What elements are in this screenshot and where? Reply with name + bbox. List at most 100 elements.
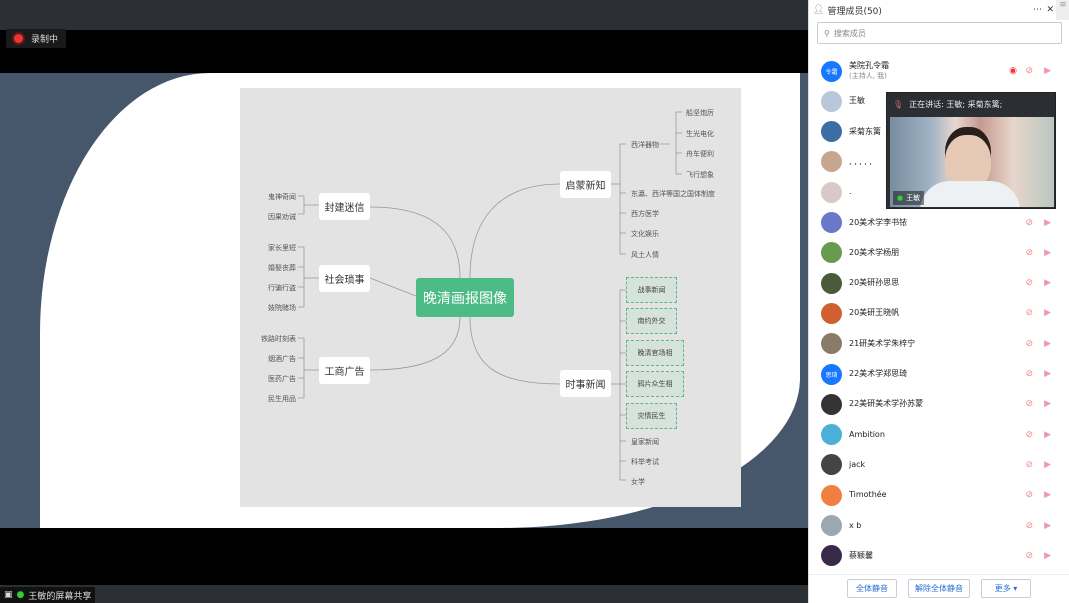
speaking-label: 正在讲话: 王敏; 采菊东篱; xyxy=(909,99,1003,109)
mic-muted-icon[interactable]: ⊘ xyxy=(1025,308,1033,319)
unmute-all-button[interactable]: 解除全体静音 xyxy=(908,579,970,598)
record-icon xyxy=(14,34,23,43)
camera-off-icon[interactable]: ▶︎ xyxy=(1044,429,1051,440)
mic-muted-icon[interactable]: ⊘ xyxy=(1025,338,1033,349)
mic-muted-icon[interactable]: ⊘ xyxy=(1025,399,1033,410)
node-feudal-superstition[interactable]: 封建迷信 xyxy=(319,193,370,220)
highlight-leaf[interactable]: 鸦片众生相 xyxy=(626,371,684,397)
leaf[interactable]: 飞行想象 xyxy=(686,171,714,179)
member-row[interactable]: 20美研孙思思⊘▶︎ xyxy=(809,268,1061,298)
member-row[interactable]: 采菊东篱 xyxy=(809,117,1061,147)
mic-muted-icon[interactable]: ⊘ xyxy=(1025,550,1033,561)
camera-off-icon[interactable]: ▶︎ xyxy=(1044,308,1051,319)
leaf[interactable]: 烟酒广告 xyxy=(268,355,296,363)
member-name-block: 20美术学杨朋 xyxy=(849,248,899,258)
camera-off-icon[interactable]: ▶︎ xyxy=(1044,338,1051,349)
member-row[interactable]: , , , , , xyxy=(809,147,1061,177)
mic-muted-icon[interactable]: ⊘ xyxy=(1025,247,1033,258)
node-current-news[interactable]: 时事新闻 xyxy=(560,370,611,397)
leaf[interactable]: 女学 xyxy=(631,478,645,486)
member-row[interactable]: 20美术学李书铱⊘▶︎ xyxy=(809,208,1061,238)
leaf[interactable]: 因果劝诫 xyxy=(268,213,296,221)
member-row[interactable]: . xyxy=(809,177,1061,207)
member-row[interactable]: 20美术学杨朋 ⊘ ▶︎ xyxy=(809,238,1061,268)
leaf[interactable]: 风土人情 xyxy=(631,251,659,259)
member-row[interactable]: 20美研王晓帆 ⊘ ▶︎ xyxy=(809,298,1061,328)
leaf[interactable]: 行骗行盗 xyxy=(268,284,296,292)
member-row[interactable]: 思琦 22美术学郑思琦⊘▶︎ xyxy=(809,359,1061,389)
member-row[interactable]: Ambition⊘▶︎ xyxy=(809,420,1061,450)
mic-muted-icon[interactable]: ⊘ xyxy=(1025,369,1033,379)
member-row[interactable]: 22美研美术学孙苏蒙⊘▶︎ xyxy=(809,389,1061,419)
mic-icon: ● xyxy=(16,590,25,600)
mic-muted-icon[interactable]: ⊘ xyxy=(1025,520,1033,531)
menu-icon[interactable]: ≡ xyxy=(1056,0,1069,20)
leaf[interactable]: 妓院赌场 xyxy=(268,304,296,312)
leaf[interactable]: 舟车便利 xyxy=(686,150,714,158)
screen-share-label[interactable]: ▣●王敏的屏幕共享 xyxy=(0,587,96,603)
camera-off-icon[interactable]: ▶︎ xyxy=(1044,459,1051,470)
highlight-leaf[interactable]: 南约外交 xyxy=(626,308,677,334)
panel-title: 管理成员(50) xyxy=(827,6,882,17)
highlight-leaf[interactable]: 晚清官场相 xyxy=(626,340,684,366)
leaf[interactable]: 家长里短 xyxy=(268,244,296,252)
mic-muted-icon[interactable]: ⊘ xyxy=(1025,490,1033,501)
leaf[interactable]: 船坚炮厉 xyxy=(686,109,714,117)
camera-off-icon[interactable]: ▶︎ xyxy=(1044,278,1051,289)
leaf[interactable]: 东瀛、西洋等国之国体制度 xyxy=(631,190,715,198)
recording-indicator[interactable]: 录制中 xyxy=(6,29,67,48)
camera-off-icon[interactable]: ▶︎ xyxy=(1044,520,1051,531)
leaf[interactable]: 民生用品 xyxy=(268,395,296,403)
search-input[interactable]: ⚲搜索成员 xyxy=(817,22,1062,44)
camera-off-icon[interactable]: ▶︎ xyxy=(1044,369,1051,379)
mindmap: 封建迷信 社会琐事 工商广告 鬼神奇闻 因果劝诫 家长里短 婚娶丧葬 行骗行盗 … xyxy=(240,88,741,507)
member-name-block: 王敏 xyxy=(849,96,865,106)
mute-all-button[interactable]: 全体静音 xyxy=(847,579,897,598)
leaf[interactable]: 鬼神奇闻 xyxy=(268,193,296,201)
node-commerce-ads[interactable]: 工商广告 xyxy=(319,357,370,384)
member-row[interactable]: 王敏 xyxy=(809,86,1061,116)
speaker-video[interactable]: 🎙︎正在讲话: 王敏; 采菊东篱; ●王敏 xyxy=(886,92,1056,209)
camera-off-icon[interactable]: ▶︎ xyxy=(1044,490,1051,501)
mic-muted-icon[interactable]: ⊘ xyxy=(1025,217,1033,228)
member-name-block: jack xyxy=(849,460,865,470)
avatar: 令霜 xyxy=(821,60,842,82)
member-row[interactable]: x b ⊘ ▶︎ xyxy=(809,511,1061,541)
member-row[interactable]: 蔡颖馨 ⊘ ▶︎ xyxy=(809,541,1061,571)
camera-off-icon[interactable]: ▶︎ xyxy=(1044,217,1051,228)
member-name: 20美研王晓帆 xyxy=(849,308,900,318)
member-row[interactable]: jack ⊘ ▶︎ xyxy=(809,450,1061,480)
leaf[interactable]: 铁路时刻表 xyxy=(261,335,296,343)
camera-off-icon[interactable]: ▶︎ xyxy=(1044,399,1051,410)
leaf[interactable]: 皇家新闻 xyxy=(631,438,659,446)
mic-muted-icon[interactable]: ⊘ xyxy=(1025,278,1033,289)
camera-off-icon[interactable]: ▶︎ xyxy=(1044,247,1051,258)
node-center[interactable]: 晚清画报图像 xyxy=(416,278,514,317)
member-name-block: x b xyxy=(849,521,861,531)
leaf[interactable]: 西洋器物 xyxy=(631,141,659,149)
more-icon[interactable]: ⋯ xyxy=(1033,5,1042,15)
search-icon: ⚲ xyxy=(824,28,830,38)
highlight-leaf[interactable]: 灾情民生 xyxy=(626,403,677,429)
leaf[interactable]: 婚娶丧葬 xyxy=(268,264,296,272)
mic-muted-icon[interactable]: ⊘ xyxy=(1025,66,1033,76)
camera-off-icon[interactable]: ▶︎ xyxy=(1044,550,1051,561)
camera-off-icon[interactable]: ▶︎ xyxy=(1044,66,1051,76)
node-enlightenment[interactable]: 启蒙新知 xyxy=(560,171,611,198)
mic-muted-icon[interactable]: ⊘ xyxy=(1025,459,1033,470)
member-name-block: 采菊东篱 xyxy=(849,127,881,137)
member-name-block: 蔡颖馨 xyxy=(849,551,873,561)
highlight-leaf[interactable]: 战事新闻 xyxy=(626,277,677,303)
leaf[interactable]: 生光电化 xyxy=(686,130,714,138)
more-button[interactable]: 更多 ▾ xyxy=(981,579,1031,598)
member-row[interactable]: 21研美术学朱梓宁⊘▶︎ xyxy=(809,329,1061,359)
mic-muted-icon[interactable]: ⊘ xyxy=(1025,429,1033,440)
member-row[interactable]: 令霜 美院孔令霜(主持人, 我)⊘▶︎◉ xyxy=(809,56,1061,86)
leaf[interactable]: 文化娱乐 xyxy=(631,230,659,238)
leaf[interactable]: 西方医学 xyxy=(631,210,659,218)
node-social-trivia[interactable]: 社会琐事 xyxy=(319,265,370,292)
leaf[interactable]: 医药广告 xyxy=(268,375,296,383)
close-icon[interactable]: ✕ xyxy=(1046,5,1054,15)
member-row[interactable]: Timothée⊘▶︎ xyxy=(809,480,1061,510)
leaf[interactable]: 科举考试 xyxy=(631,458,659,466)
